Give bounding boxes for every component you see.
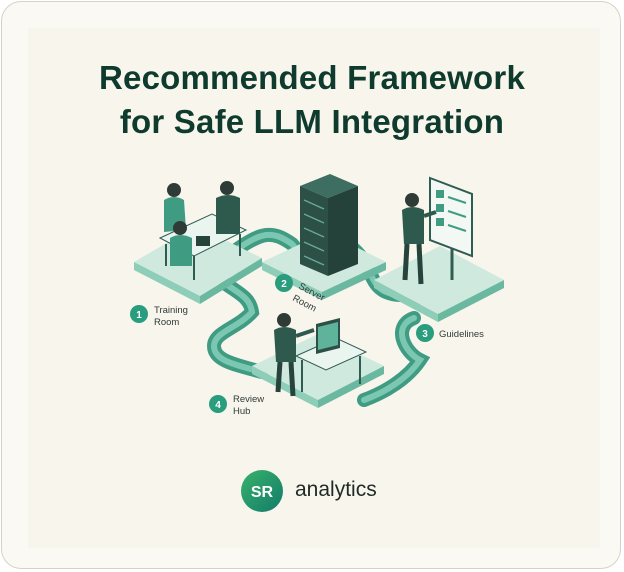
station-2-number: 2 xyxy=(281,279,287,290)
station-4-text-line-2: Hub xyxy=(233,406,250,417)
station-4-text-line-1: Review xyxy=(233,394,264,405)
title-line-1: Recommended Framework xyxy=(99,59,525,96)
page-title: Recommended Framework for Safe LLM Integ… xyxy=(0,56,624,144)
training-room-illustration xyxy=(134,181,262,304)
brand-initials: SR xyxy=(251,484,274,501)
brand-name: analytics xyxy=(295,478,377,501)
station-3-text-line-1: Guidelines xyxy=(439,329,484,340)
station-4-number: 4 xyxy=(215,400,221,411)
station-4-label: 4 Review Hub xyxy=(209,394,264,417)
station-2-badge xyxy=(275,274,293,292)
guidelines-illustration xyxy=(374,176,504,322)
station-3-label: 3 Guidelines xyxy=(416,324,484,342)
station-3-number: 3 xyxy=(422,329,428,340)
review-hub-illustration xyxy=(252,313,384,408)
station-1-text-line-2: Room xyxy=(154,317,179,328)
station-1-badge xyxy=(130,305,148,323)
station-1-label: 1 Training Room xyxy=(130,305,188,328)
brand-logo: SR xyxy=(241,470,283,512)
station-4-badge xyxy=(209,395,227,413)
station-1-number: 1 xyxy=(136,310,142,321)
station-3-badge xyxy=(416,324,434,342)
station-1-text-line-1: Training xyxy=(154,305,188,316)
brand-logo-circle xyxy=(241,470,283,512)
title-line-2: for Safe LLM Integration xyxy=(119,103,505,140)
